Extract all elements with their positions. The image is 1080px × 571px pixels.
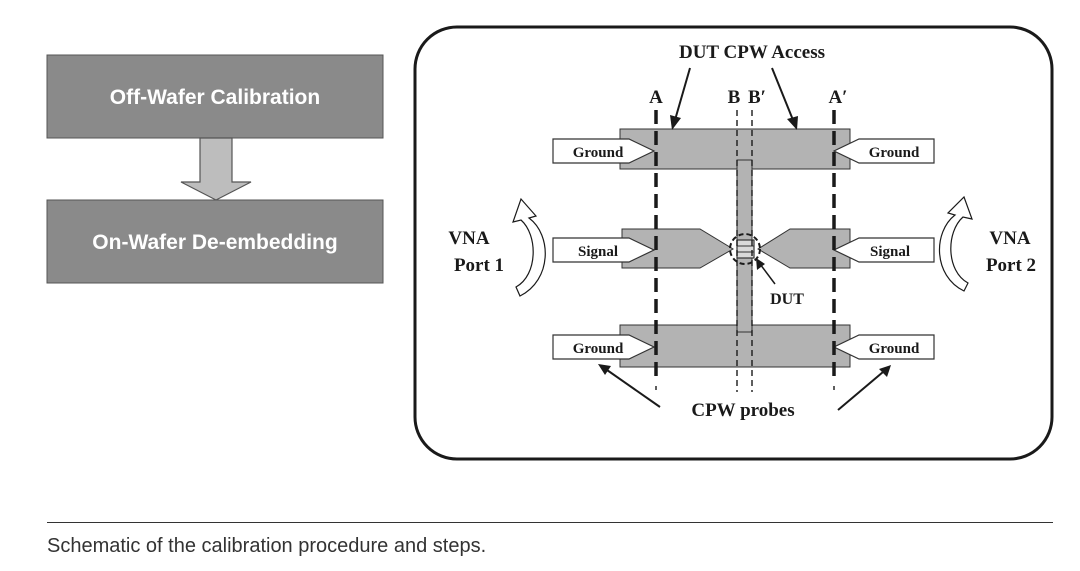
bottom-ground-metal: [619, 324, 851, 368]
ground-label-bottom-left: Ground: [573, 341, 624, 357]
dut-device: [736, 239, 755, 259]
access-pointer-left-shaft: [674, 67, 691, 121]
plane-label-b: B: [728, 87, 741, 108]
port2-label-line2: Port 2: [986, 255, 1036, 276]
dut-highlight-circle: [729, 233, 761, 265]
flowchart: Off-Wafer Calibration On-Wafer De-embedd…: [46, 54, 384, 284]
cpw-probes-label: CPW probes: [691, 400, 794, 421]
ground-probe-bottom-left: [552, 334, 656, 360]
cpw-schematic: Ground Signal Ground Ground Signal Groun…: [413, 25, 1054, 461]
signal-probe-left: [552, 237, 656, 263]
figure-caption: Schematic of the calibration procedure a…: [47, 535, 487, 557]
plane-label-b-prime: B′: [748, 87, 766, 108]
access-pointer-right-head: [787, 116, 798, 130]
dut-cpw-access-title: DUT CPW Access: [679, 42, 825, 63]
port1-label-line1: VNA: [448, 228, 489, 249]
ground-label-top-right: Ground: [869, 145, 920, 161]
signal-label-left: Signal: [578, 244, 618, 260]
ground-probe-bottom-right: [832, 334, 935, 360]
ground-probe-top-left: [552, 138, 656, 164]
dut-pointer-head: [756, 258, 765, 270]
ground-probe-top-right: [832, 138, 935, 164]
signal-label-right: Signal: [870, 244, 910, 260]
on-wafer-deembedding-box: [46, 199, 384, 284]
dut-pointer-shaft: [759, 263, 776, 285]
port2-label-line1: VNA: [989, 228, 1030, 249]
probes-arrow-left-shaft: [606, 369, 661, 408]
port2-curved-arrow-icon: [938, 195, 973, 292]
flow-down-arrow: [180, 137, 252, 201]
ground-label-bottom-right: Ground: [869, 341, 920, 357]
off-wafer-calibration-label: Off-Wafer Calibration: [110, 86, 320, 109]
dut-label: DUT: [770, 291, 804, 308]
on-wafer-deembedding-label: On-Wafer De-embedding: [92, 231, 337, 254]
probes-arrow-left-head: [598, 364, 611, 375]
access-pointer-right-shaft: [771, 67, 794, 121]
off-wafer-calibration-box: [46, 54, 384, 139]
access-pointer-left-head: [670, 115, 681, 130]
top-ground-metal: [619, 128, 851, 170]
ground-label-top-left: Ground: [573, 145, 624, 161]
plane-label-a-prime: A′: [828, 87, 847, 108]
port1-label-line2: Port 1: [454, 255, 504, 276]
caption-divider: [47, 522, 1053, 523]
plane-label-a: A: [649, 87, 663, 108]
signal-probe-right: [832, 237, 935, 263]
port1-curved-arrow-icon: [512, 197, 546, 297]
probes-arrow-right-head: [879, 365, 891, 377]
probes-arrow-right-shaft: [837, 371, 884, 411]
